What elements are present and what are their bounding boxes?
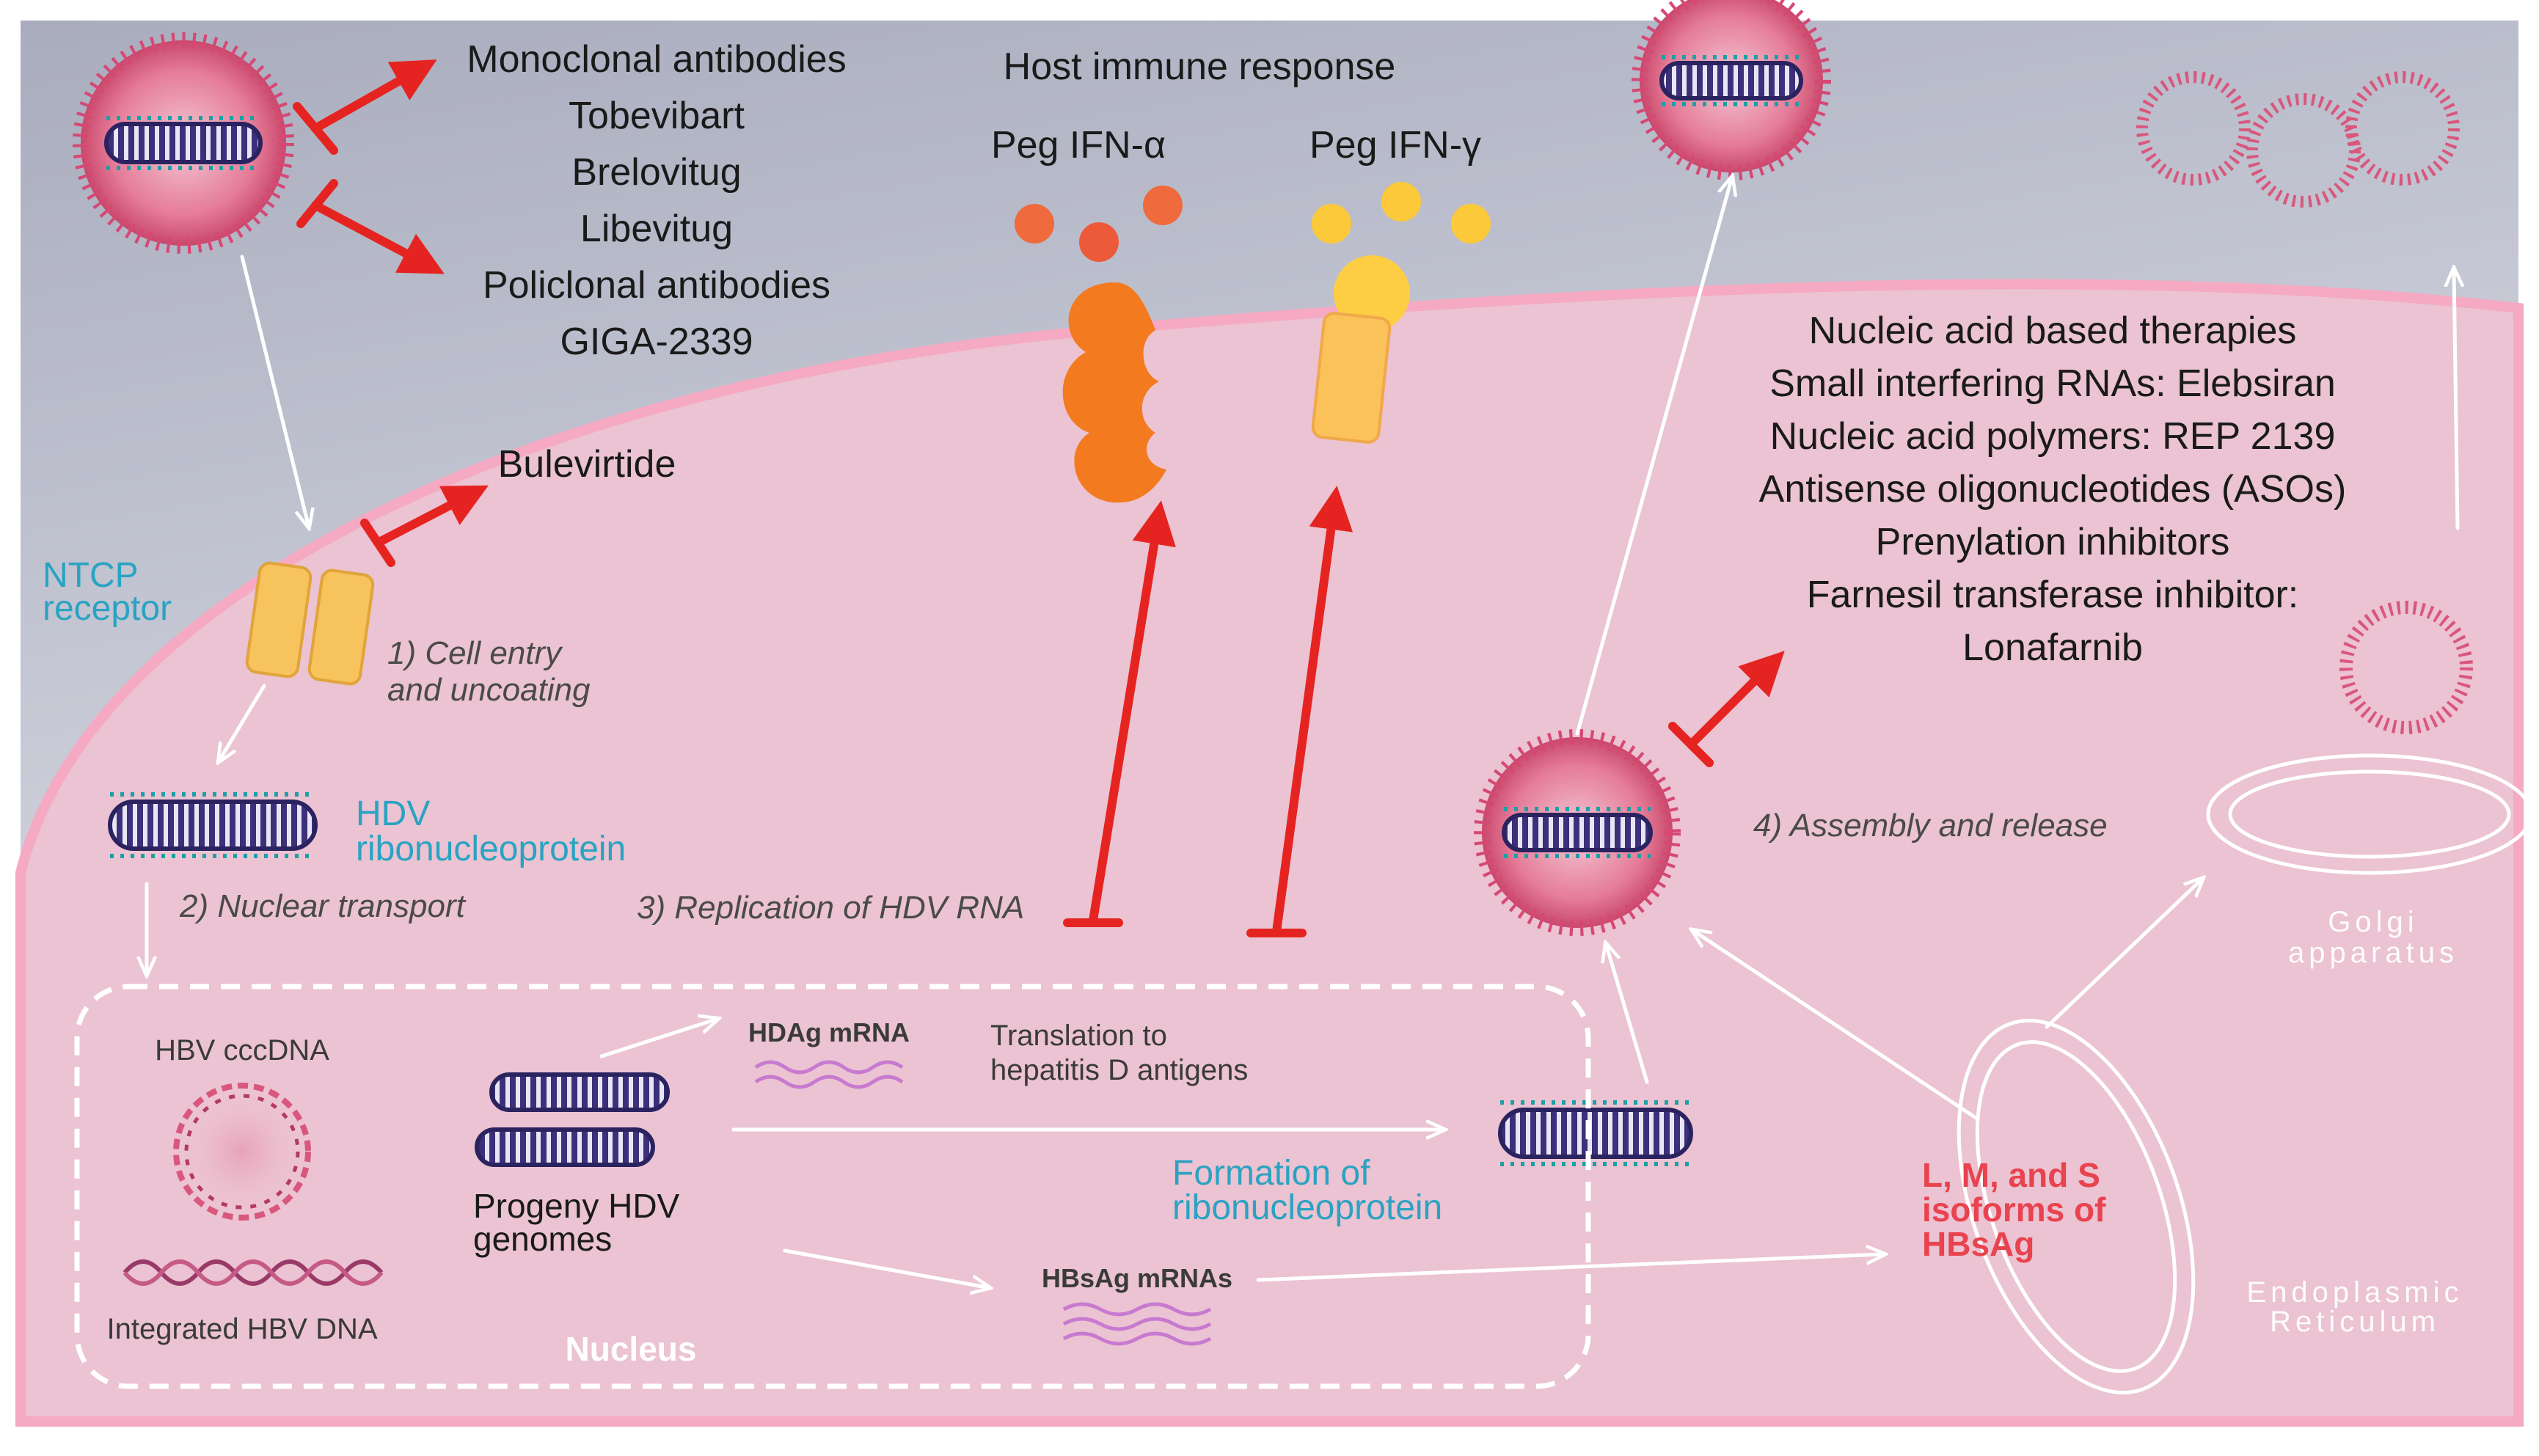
label-step2: 2) Nuclear transport <box>179 888 467 924</box>
label-isoforms-line3: HBsAg <box>1922 1225 2034 1263</box>
therapy-1: Small interfering RNAs: Elebsiran <box>1769 362 2336 405</box>
label-peg-ifn-gamma: Peg IFN-γ <box>1309 124 1481 167</box>
endoplasmic-reticulum <box>1957 1018 2196 1395</box>
therapy-2: Nucleic acid polymers: REP 2139 <box>1770 415 2336 458</box>
peg-ifn-gamma-molecules <box>1311 182 1491 444</box>
label-apparatus: apparatus <box>2288 937 2458 969</box>
therapy-0: Nucleic acid based therapies <box>1809 310 2297 352</box>
flow-arrows <box>147 180 2458 1287</box>
hbv-cccdna-icon <box>172 1082 312 1221</box>
label-hbv-cccdna: HBV cccDNA <box>155 1034 329 1067</box>
hdag-mrna-icon <box>754 1060 904 1089</box>
label-peg-ifn-alpha: Peg IFN-α <box>991 124 1166 167</box>
antibody-therapies-list: Monoclonal antibodies Tobevibart Brelovi… <box>467 38 846 363</box>
therapy-5: Farnesil transferase inhibitor: <box>1807 574 2299 616</box>
label-golgi: Golgi <box>2328 906 2418 938</box>
hdv-ribonucleoprotein-formed <box>1498 1100 1693 1166</box>
label-formation-line1: Formation of <box>1172 1154 1370 1193</box>
label-hbsag-mrnas: HBsAg mRNAs <box>1042 1263 1232 1293</box>
label-step3: 3) Replication of HDV RNA <box>637 890 1024 926</box>
therapy-6: Lonafarnib <box>1962 626 2143 669</box>
integrated-hbv-dna-icon <box>123 1259 384 1286</box>
label-step1-line2: and uncoating <box>387 672 591 708</box>
ntcp-receptor <box>245 561 375 686</box>
therapy-4: Prenylation inhibitors <box>1876 521 2230 563</box>
label-receptor: receptor <box>43 589 172 628</box>
hbsag-isoforms-label: L, M, and S isoforms of HBsAg <box>1922 1156 2106 1263</box>
label-progeny-line2: genomes <box>473 1220 612 1258</box>
hdv-virion-top-left <box>73 32 294 254</box>
label-policlonal-antibodies: Policlonal antibodies <box>483 264 830 307</box>
label-tobevibart: Tobevibart <box>569 95 745 137</box>
hdv-ribonucleoprotein-cytoplasm <box>108 792 318 858</box>
golgi-apparatus <box>2206 753 2533 875</box>
label-integrated-hbv-dna: Integrated HBV DNA <box>106 1313 377 1345</box>
hbsag-mrna-icon <box>1062 1302 1212 1346</box>
label-step1-line1: 1) Cell entry <box>387 635 563 671</box>
label-nucleus: Nucleus <box>566 1330 697 1368</box>
label-host-immune-response: Host immune response <box>1004 45 1396 88</box>
label-libevitug: Libevitug <box>580 208 733 250</box>
nucleic-acid-therapies-list: Nucleic acid based therapies Small inter… <box>1759 310 2347 669</box>
label-translation-line2: hepatitis D antigens <box>990 1054 1248 1086</box>
nucleus-boundary <box>74 984 1591 1389</box>
label-translation-line1: Translation to <box>990 1020 1167 1052</box>
label-hdag-mrna: HDAg mRNA <box>748 1017 910 1047</box>
label-formation-line2: ribonucleoprotein <box>1172 1188 1442 1227</box>
peg-ifn-alpha-molecules <box>1015 186 1183 503</box>
label-ntcp: NTCP <box>43 556 139 595</box>
progeny-hdv-genomes-icon <box>475 1072 670 1167</box>
label-progeny-line1: Progeny HDV <box>473 1187 680 1225</box>
label-step4: 4) Assembly and release <box>1753 808 2108 844</box>
label-endoplasmic: Endoplasmic <box>2246 1276 2463 1309</box>
label-monoclonal-antibodies: Monoclonal antibodies <box>467 38 846 81</box>
label-ribonucleoprotein: ribonucleoprotein <box>356 830 626 868</box>
empty-particles <box>2136 71 2473 734</box>
hdv-virion-top-right <box>1632 0 1831 180</box>
inhibition-arrows <box>293 59 1785 937</box>
therapy-3: Antisense oligonucleotides (ASOs) <box>1759 468 2347 511</box>
label-giga-2339: GIGA-2339 <box>560 321 753 363</box>
label-bulevirtide: Bulevirtide <box>498 443 676 486</box>
label-hdv: HDV <box>356 794 430 833</box>
label-isoforms-line1: L, M, and S <box>1922 1156 2100 1194</box>
hdv-virion-assembling <box>1474 729 1681 936</box>
label-isoforms-line2: isoforms of <box>1922 1190 2106 1229</box>
label-brelovitug: Brelovitug <box>571 151 741 194</box>
label-reticulum: Reticulum <box>2270 1306 2440 1338</box>
